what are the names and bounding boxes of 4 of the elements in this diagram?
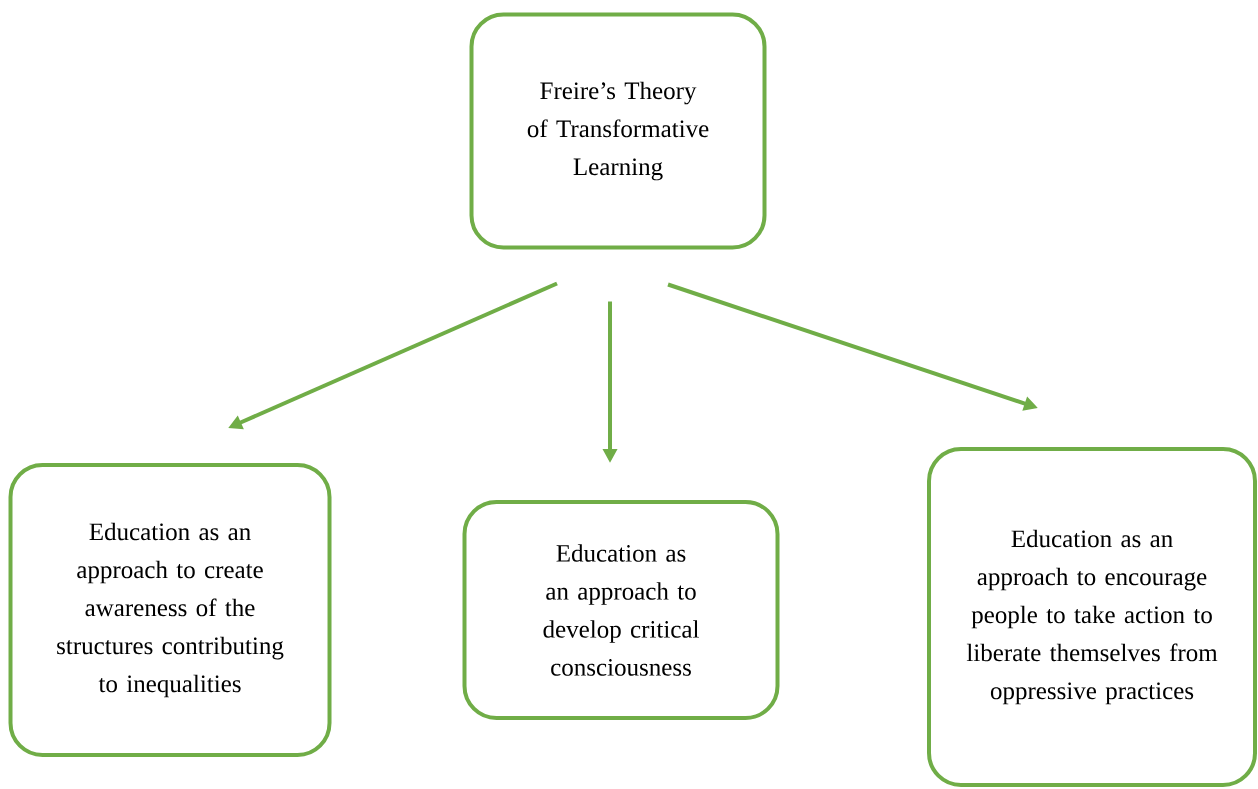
rounded-box: Freire’s Theory of Transformative Learning (469, 12, 767, 250)
rounded-box: Education as an approach to create awareness of the structures contributing to inequalities (8, 463, 332, 757)
rounded-box: Education as an approach to encourage people to take action to liberate themselves from oppressive practices (927, 447, 1257, 787)
rounded-box: Education as an approach to develop critical consciousness (462, 500, 780, 720)
